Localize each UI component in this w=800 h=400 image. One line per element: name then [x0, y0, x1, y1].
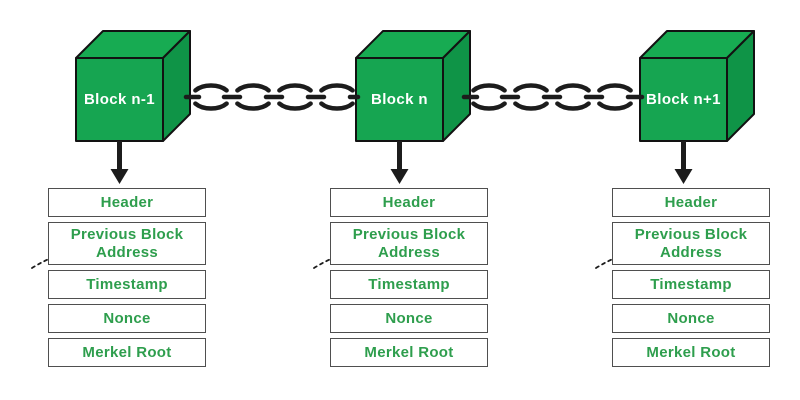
field-box-timestamp: Timestamp	[48, 270, 206, 299]
field-stack-block-n-plus-1: Header Previous Block Address Timestamp …	[612, 188, 770, 367]
arrow-head	[674, 169, 693, 184]
field-box-header: Header	[330, 188, 488, 217]
field-box-header: Header	[48, 188, 206, 217]
down-arrow-block-n-plus-1	[674, 141, 693, 184]
chain-link-right-icon	[461, 83, 645, 111]
field-box-previous-block-address: Previous Block Address	[48, 222, 206, 265]
field-box-previous-block-address: Previous Block Address	[612, 222, 770, 265]
field-stack-block-n-1: Header Previous Block Address Timestamp …	[48, 188, 206, 367]
field-label: Merkel Root	[82, 343, 172, 361]
field-label: Header	[664, 193, 718, 211]
field-stack-block-n: Header Previous Block Address Timestamp …	[330, 188, 488, 367]
field-label: Merkel Root	[646, 343, 736, 361]
down-arrow-block-n-1	[110, 141, 129, 184]
field-label: Timestamp	[650, 275, 732, 293]
field-label: Previous Block Address	[70, 225, 184, 261]
field-box-merkel-root: Merkel Root	[48, 338, 206, 367]
down-arrow-block-n	[390, 141, 409, 184]
field-label: Header	[382, 193, 436, 211]
field-box-timestamp: Timestamp	[612, 270, 770, 299]
field-box-timestamp: Timestamp	[330, 270, 488, 299]
field-box-header: Header	[612, 188, 770, 217]
block-label-n-plus-1: Block n+1	[646, 91, 721, 108]
arrow-head	[390, 169, 409, 184]
field-label: Previous Block Address	[352, 225, 466, 261]
field-box-nonce: Nonce	[48, 304, 206, 333]
field-box-previous-block-address: Previous Block Address	[330, 222, 488, 265]
arrow-head	[110, 169, 129, 184]
field-box-nonce: Nonce	[612, 304, 770, 333]
cube-front-face	[639, 57, 728, 142]
cube-block-n-1	[75, 30, 191, 142]
field-box-merkel-root: Merkel Root	[612, 338, 770, 367]
cube-front-face	[75, 57, 164, 142]
field-label: Nonce	[385, 309, 433, 327]
field-label: Header	[100, 193, 154, 211]
field-label: Nonce	[667, 309, 715, 327]
block-label-n-1: Block n-1	[83, 91, 156, 108]
cube-block-n	[355, 30, 471, 142]
field-label: Timestamp	[86, 275, 168, 293]
cube-block-n-plus-1	[639, 30, 755, 142]
chain-ovals	[461, 83, 645, 111]
chain-ovals	[183, 83, 361, 111]
field-label: Previous Block Address	[634, 225, 748, 261]
field-label: Timestamp	[368, 275, 450, 293]
block-label-n: Block n	[371, 91, 428, 108]
field-label: Nonce	[103, 309, 151, 327]
cube-front-face	[355, 57, 444, 142]
field-box-merkel-root: Merkel Root	[330, 338, 488, 367]
chain-link-left-icon	[183, 83, 361, 111]
field-box-nonce: Nonce	[330, 304, 488, 333]
field-label: Merkel Root	[364, 343, 454, 361]
